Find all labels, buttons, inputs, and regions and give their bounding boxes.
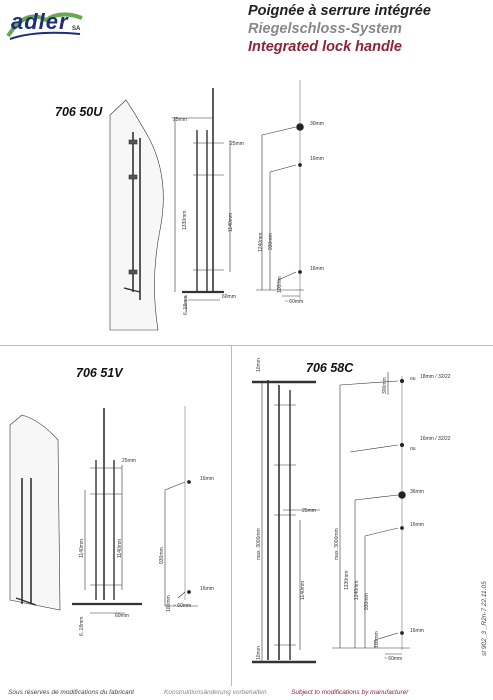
dim-a-1330: 1330mm — [182, 211, 188, 230]
dim-c-max3000-2: max. 3000mm — [334, 528, 340, 560]
dim-c-max3000: max. 3000mm — [256, 528, 262, 560]
dim-c-18-32a: 18mm / 32/22 — [420, 374, 451, 380]
model-label-c: 706 58C — [306, 361, 354, 375]
footer-german: Konstruktionsänderung vorbehalten — [164, 689, 267, 696]
dim-b-100: 100mm — [166, 595, 172, 612]
logo-suffix: SA — [72, 26, 81, 32]
brand-logo — [6, 6, 86, 42]
dim-b-60b: ~ 60mm — [173, 603, 191, 609]
dim-c-10b: 10mm — [256, 646, 262, 660]
drawing-c-front-view — [252, 380, 320, 664]
dim-c-300: 300mm — [382, 377, 388, 394]
footer-english: Subject to modifications by manufacturer — [291, 689, 409, 696]
document-code: st 902_3 _R2n-7 22.11.05 — [481, 581, 488, 656]
title-french: Poignée à serrure intégrée — [248, 3, 431, 19]
dim-a-30: 30mm — [310, 121, 324, 127]
drawing-b-drill-plan — [164, 406, 198, 607]
title-german: Riegelschloss-System — [248, 21, 402, 37]
dim-b-16a: 16mm — [200, 476, 214, 482]
logo-text: adler — [11, 9, 69, 34]
dim-a-60: 60mm — [222, 294, 236, 300]
dim-a-16a: 16mm — [310, 156, 324, 162]
dim-b-930: 930mm — [159, 547, 165, 564]
logo-graphic — [6, 12, 83, 40]
dim-c-25: 25mm — [302, 508, 316, 514]
section-divider-vertical — [231, 346, 232, 686]
dim-a-16b: 16mm — [310, 266, 324, 272]
dim-c-18-32b: 16mm / 32/22 — [420, 436, 451, 442]
dim-a-60b: ~ 60mm — [285, 299, 303, 305]
dim-a-1140: 1140mm — [228, 213, 234, 232]
dim-c-1240: 1240mm — [354, 581, 360, 600]
drawing-a-drill-plan — [256, 80, 304, 300]
model-label-a: 706 50U — [55, 105, 103, 119]
dim-c-36: 36mm — [410, 489, 424, 495]
drawing-b-front-view — [72, 408, 142, 614]
dim-b-1140a: 1140mm — [79, 539, 85, 558]
dim-b-6-18: 6..18mm — [79, 617, 85, 636]
dim-b-1140b: 1140mm — [117, 539, 123, 558]
title-english: Integrated lock handle — [248, 39, 402, 55]
drawing-b-door-perspective — [9, 414, 61, 611]
dim-c-1330: 1330mm — [344, 571, 350, 590]
dim-b-60: 60mm — [115, 613, 129, 619]
dim-c-ou-b: ou — [410, 446, 416, 452]
drawing-a-door-perspective — [109, 99, 164, 331]
dim-a-25a: 25mm — [173, 117, 187, 123]
dim-a-6-18: 6..18mm — [183, 296, 189, 315]
dim-c-100: 100mm — [374, 631, 380, 648]
dim-c-930: 930mm — [364, 593, 370, 610]
dim-c-10a: 10mm — [256, 358, 262, 372]
dim-b-16b: 16mm — [200, 586, 214, 592]
dim-c-16a: 16mm — [410, 522, 424, 528]
dim-c-ou-a: ou — [410, 376, 416, 382]
dim-c-60: ~ 60mm — [384, 656, 402, 662]
section-divider-horizontal — [0, 345, 493, 346]
dim-a-930: 930mm — [268, 233, 274, 250]
dim-a-100: 100mm — [277, 276, 283, 293]
dim-b-25: 25mm — [122, 458, 136, 464]
dim-c-1140: 1140mm — [300, 581, 306, 600]
drawing-a-front-view — [172, 88, 231, 312]
dim-a-25b: 25mm — [230, 141, 244, 147]
drawing-c-drill-plan — [332, 372, 410, 655]
dim-c-16b: 16mm — [410, 628, 424, 634]
model-label-b: 706 51V — [76, 366, 123, 380]
dim-a-1240: 1240mm — [258, 233, 264, 252]
footer-french: Sous réserves de modifications du fabric… — [8, 689, 135, 696]
